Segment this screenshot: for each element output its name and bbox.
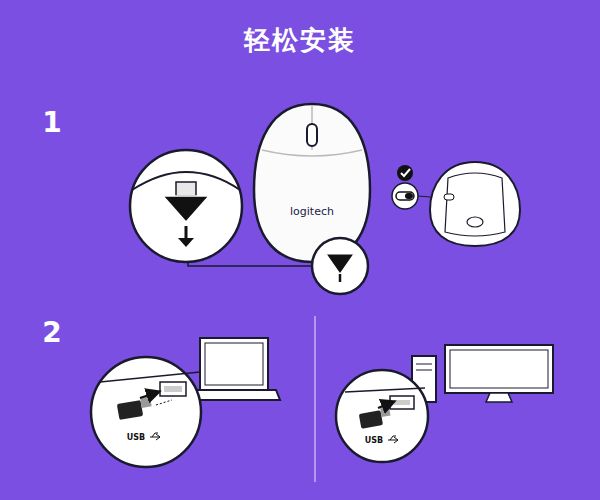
usb-receiver [359, 410, 383, 429]
usb-port [390, 396, 414, 409]
divider [314, 316, 315, 482]
leader-line [188, 262, 312, 266]
push-arrow [163, 196, 209, 222]
switch-magnifier [392, 183, 418, 209]
power-switch [396, 192, 414, 200]
usb-label: USB [127, 433, 145, 442]
usb-receiver [117, 400, 143, 420]
monitor [445, 345, 553, 393]
mouse-bottom-view [430, 162, 520, 246]
step-number: 2 [42, 316, 61, 349]
step-number: 1 [42, 106, 61, 139]
brand-label: logitech [290, 205, 334, 218]
usb-magnifier [91, 357, 201, 467]
door-tab [176, 182, 196, 196]
check-mark [397, 165, 413, 181]
title: 轻松安装 [244, 23, 356, 58]
small-arrow [178, 238, 194, 247]
scroll-wheel [307, 124, 317, 146]
usb-icon [150, 433, 160, 440]
usb-label: USB [365, 436, 383, 445]
usb-icon [388, 436, 398, 443]
usb-port [160, 382, 186, 396]
usb-magnifier [336, 370, 428, 462]
magnifier-circle [130, 150, 242, 262]
laptop [200, 338, 268, 390]
mouse-top-view [254, 104, 370, 262]
small-magnifier [312, 238, 368, 294]
